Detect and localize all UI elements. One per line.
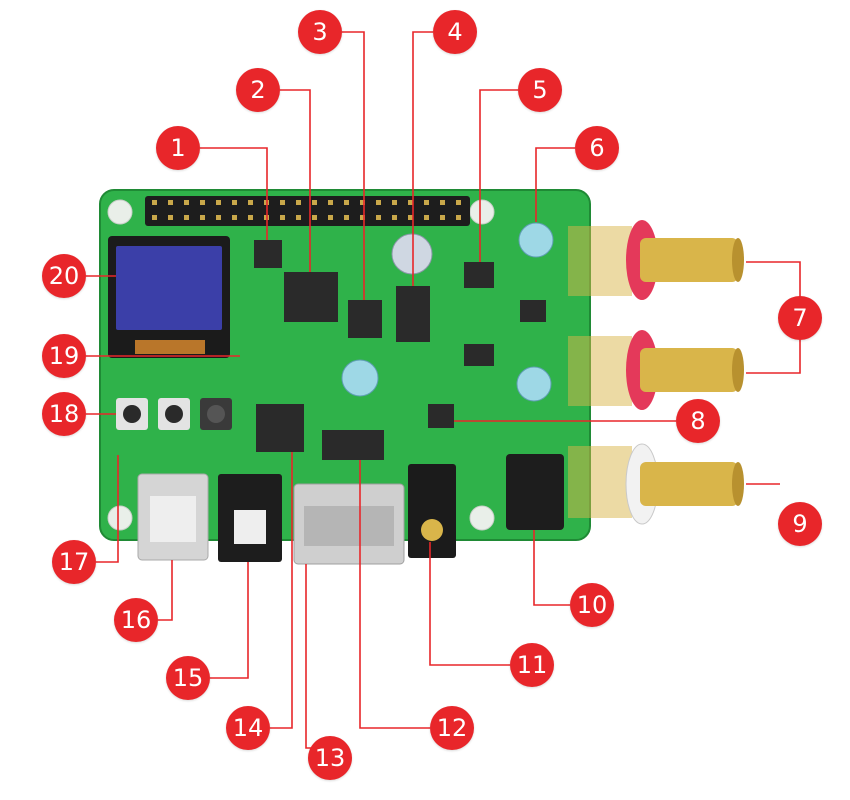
callout-10: 10 — [570, 583, 614, 627]
mounting-hole — [107, 199, 133, 225]
chip-8 — [428, 404, 454, 428]
capacitor-6 — [518, 222, 554, 258]
callout-14: 14 — [226, 706, 270, 750]
rca-jack-red-bottom — [568, 330, 744, 410]
capacitor — [341, 359, 379, 397]
capacitor — [391, 233, 433, 275]
transformer-10 — [506, 454, 564, 530]
chip-1 — [254, 240, 282, 268]
callout-2: 2 — [236, 68, 280, 112]
callout-3: 3 — [298, 10, 342, 54]
jack-11 — [408, 464, 456, 558]
callout-12: 12 — [430, 706, 474, 750]
mounting-hole — [469, 505, 495, 531]
callout-1: 1 — [156, 126, 200, 170]
rca-jack-red-top — [568, 220, 744, 300]
callout-5: 5 — [518, 68, 562, 112]
callout-4: 4 — [433, 10, 477, 54]
callout-8: 8 — [676, 399, 720, 443]
chip-misc — [520, 300, 546, 322]
chip-14 — [256, 404, 304, 452]
rca-jack-white — [568, 443, 744, 525]
chip-misc — [464, 344, 494, 366]
chip-5 — [464, 262, 494, 288]
mounting-hole — [107, 505, 133, 531]
callout-15: 15 — [166, 656, 210, 700]
chip-2 — [284, 272, 338, 322]
callout-17: 17 — [52, 540, 96, 584]
capacitor — [516, 366, 552, 402]
mounting-hole — [469, 199, 495, 225]
callout-6: 6 — [575, 126, 619, 170]
callout-9: 9 — [778, 502, 822, 546]
oled-ribbon — [135, 340, 205, 354]
leader-lines — [86, 31, 801, 749]
callout-19: 19 — [42, 334, 86, 378]
callout-18: 18 — [42, 392, 86, 436]
callout-13: 13 — [308, 736, 352, 780]
gpio-header — [145, 196, 470, 226]
chip-4 — [396, 286, 430, 342]
callout-11: 11 — [510, 643, 554, 687]
callout-7: 7 — [778, 296, 822, 340]
chip-3 — [348, 300, 382, 338]
callout-20: 20 — [42, 254, 86, 298]
callout-16: 16 — [114, 598, 158, 642]
buttons-18 — [116, 398, 232, 430]
chip-12 — [322, 430, 384, 460]
oled-screen — [116, 246, 222, 330]
